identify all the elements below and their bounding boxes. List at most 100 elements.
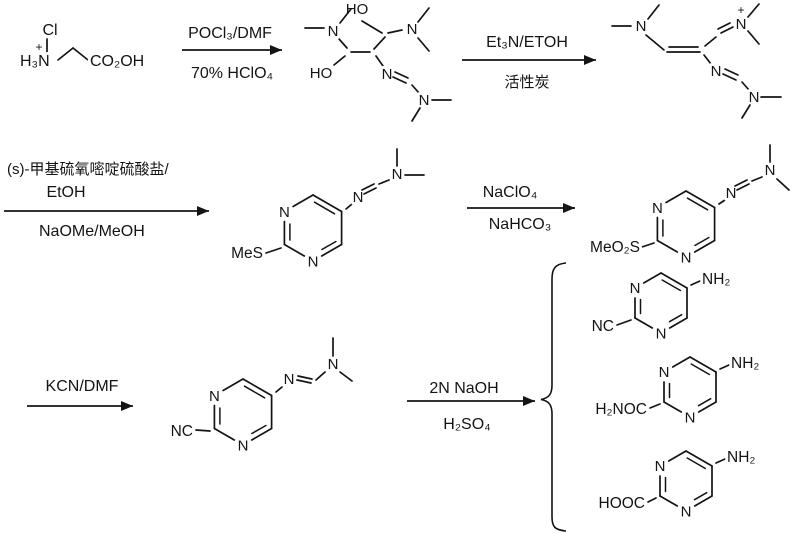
ammonium-label: H₃N	[20, 53, 50, 70]
cyano-label: NC	[171, 423, 193, 440]
bond	[373, 36, 386, 50]
hydroxyl-left: HO	[310, 65, 333, 82]
amine-nitrogen: N	[765, 162, 776, 179]
methyl-bond	[741, 104, 751, 119]
bond	[338, 38, 348, 49]
methyl-bond	[411, 107, 421, 122]
bond	[275, 386, 283, 393]
amino-label: NH₂	[702, 271, 730, 288]
double-bond	[717, 22, 731, 30]
bond	[703, 54, 712, 65]
imine-nitrogen: N	[726, 185, 737, 202]
structure-vinamidinium-salt: N N + N N	[611, 1, 782, 119]
imine-nitrogen: N	[382, 66, 393, 83]
amine-nitrogen: N	[328, 356, 339, 373]
reagent-above: NaClO₄	[483, 184, 538, 201]
double-bond	[720, 26, 734, 34]
amino-label: NH₂	[727, 449, 755, 466]
reaction-arrow-step4: NaClO₄ NaHCO₃	[467, 181, 575, 236]
double-bond	[392, 76, 407, 84]
bond	[719, 364, 730, 370]
bond	[361, 20, 383, 34]
bond	[690, 280, 701, 286]
product-carboxy-aminopyrimidine: NH₂ HOOC	[596, 446, 758, 520]
structure-methylthio-pyrimidine-amidine: MeS N N	[228, 148, 425, 271]
reagent-below: 70% HClO₄	[191, 65, 273, 82]
pyrimidine-ring	[209, 379, 272, 455]
bond	[333, 55, 346, 66]
amino-label: NH₂	[731, 355, 759, 372]
pyrimidine-ring	[279, 195, 342, 271]
bond	[616, 319, 632, 326]
bond	[649, 403, 661, 409]
reagent-above-line1: (s)-甲基硫氧嘧啶硫酸盐/	[7, 161, 169, 178]
methyl-bond	[747, 3, 760, 18]
double-bond	[297, 375, 313, 380]
reaction-arrow-step1: POCl₃/DMF 70% HClO₄	[182, 22, 282, 85]
methylthio-label: MeS	[231, 245, 263, 262]
pyrimidine-ring	[652, 191, 715, 267]
methyl-bond	[776, 178, 790, 191]
iminium-nitrogen: N	[736, 16, 747, 33]
imine-nitrogen: N	[711, 63, 722, 80]
structure-glycine-hydrochloride: Cl + H₃N CO₂OH	[17, 19, 147, 73]
bond	[647, 497, 657, 503]
bond	[378, 179, 390, 185]
iminium-charge: +	[737, 3, 744, 17]
reaction-arrow-step6: 2N NaOH H₂SO₄	[407, 377, 535, 436]
reagent-above: KCN/DMF	[46, 378, 119, 395]
bond	[715, 458, 726, 464]
product-cyano-aminopyrimidine: NH₂ NC	[589, 268, 733, 342]
amine-nitrogen: N	[407, 21, 418, 38]
bond	[265, 247, 282, 254]
amine-nitrogen: N	[328, 23, 339, 40]
structure-cyano-pyrimidine-amidine: NC N N	[168, 337, 353, 455]
bond	[741, 81, 750, 91]
methyl-bond	[747, 30, 760, 45]
structure-bis-hemiaminal-intermediate: HO N N HO N N	[304, 0, 452, 122]
amine-nitrogen: N	[636, 18, 647, 35]
reagent-below: 活性炭	[504, 74, 549, 91]
bond	[751, 176, 763, 182]
bond	[345, 203, 353, 210]
pyrimidine-ring	[659, 357, 716, 426]
reagent-above: 2N NaOH	[429, 380, 498, 397]
methyl-bond	[339, 8, 352, 24]
methyl-bond	[417, 7, 430, 23]
bond	[411, 84, 420, 94]
methyl-bond	[647, 4, 660, 20]
double-bond	[724, 68, 739, 76]
double-bond	[734, 179, 748, 187]
reagent-below: H₂SO₄	[443, 416, 490, 433]
bond	[375, 55, 384, 67]
double-bond	[296, 379, 312, 384]
bond	[704, 36, 717, 47]
double-bond	[394, 71, 409, 79]
reagent-above: Et₃N/ETOH	[486, 34, 568, 51]
structure-methylsulfonyl-pyrimidine-amidine: MeO₂S N N	[587, 144, 790, 267]
carboxyl-label: HOOC	[599, 495, 646, 512]
reagent-below: NaHCO₃	[489, 216, 552, 233]
bond	[72, 47, 89, 61]
pyrimidine-ring	[630, 273, 687, 342]
amide-label: H₂NOC	[595, 401, 647, 418]
double-bond	[361, 183, 375, 191]
products-brace	[540, 262, 567, 532]
reaction-arrow-step3: (s)-甲基硫氧嘧啶硫酸盐/ EtOH NaOMe/MeOH	[4, 158, 209, 243]
bond	[57, 47, 74, 61]
imine-nitrogen: N	[353, 189, 364, 206]
carboxyl-label: CO₂OH	[90, 53, 144, 70]
chloride-label: Cl	[42, 22, 57, 39]
reagent-above-line2: EtOH	[46, 184, 85, 201]
bond	[315, 371, 326, 381]
bond	[641, 242, 655, 248]
pyrimidine-ring	[655, 451, 712, 520]
amine-nitrogen: N	[392, 166, 403, 183]
product-carbamoyl-aminopyrimidine: NH₂ H₂NOC	[592, 352, 762, 426]
bond	[195, 429, 211, 432]
imine-nitrogen: N	[284, 371, 295, 388]
methyl-bond	[339, 371, 353, 382]
amine-nitrogen: N	[749, 89, 760, 106]
